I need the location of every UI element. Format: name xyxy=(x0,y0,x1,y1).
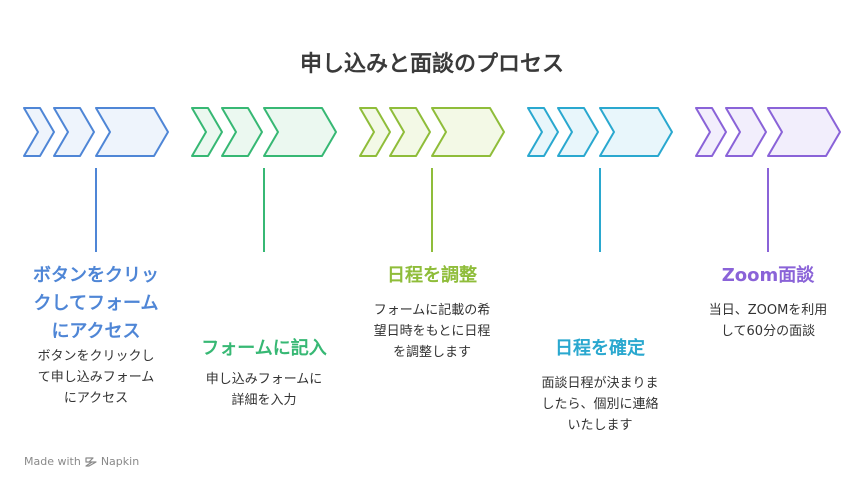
step-1-chevron-2 xyxy=(53,107,95,157)
step-1-chevron-1 xyxy=(23,107,55,157)
step-3-title: 日程を調整 xyxy=(348,262,516,290)
step-2-description: 申し込みフォームに詳細を入力 xyxy=(180,369,348,411)
step-4-chevron-3 xyxy=(599,107,673,157)
step-1-title: ボタンをクリックしてフォームにアクセス xyxy=(12,262,180,346)
step-1-chevron-3 xyxy=(95,107,169,157)
step-5-title: Zoom面談 xyxy=(684,262,852,290)
diagram-title: 申し込みと面談のプロセス xyxy=(299,52,564,77)
napkin-logo-icon xyxy=(85,456,97,467)
step-description-line: 望日時をもとに日程 xyxy=(373,324,491,339)
step-description-line: を調整します xyxy=(392,345,471,360)
step-title-line: ボタンをクリッ xyxy=(33,265,159,286)
step-5-description: 当日、ZOOMを利用して60分の面談 xyxy=(684,300,852,342)
step-2-title: フォームに記入 xyxy=(180,335,348,363)
step-description-line: て申し込みフォーム xyxy=(37,370,155,385)
step-1-description: ボタンをクリックして申し込みフォームにアクセス xyxy=(12,346,180,409)
step-description-line: いたします xyxy=(567,418,633,433)
step-5-arrows xyxy=(695,107,841,157)
step-title-line: 日程を確定 xyxy=(555,338,645,359)
step-4-chevron-1 xyxy=(527,107,559,157)
step-description-line: 面談日程が決まりま xyxy=(541,376,659,391)
step-4-title: 日程を確定 xyxy=(516,335,684,363)
step-2-chevron-1 xyxy=(191,107,223,157)
made-with-footer: Made with Napkin xyxy=(24,455,139,468)
step-description-line: 当日、ZOOMを利用 xyxy=(708,303,828,318)
step-4-arrows xyxy=(527,107,673,157)
step-1-arrows xyxy=(23,107,169,157)
made-with-label: Made with xyxy=(24,455,81,468)
step-description-line: したら、個別に連絡 xyxy=(541,397,659,412)
step-title-line: Zoom面談 xyxy=(721,265,815,286)
step-3-chevron-1 xyxy=(359,107,391,157)
step-3-description: フォームに記載の希望日時をもとに日程を調整します xyxy=(348,300,516,363)
step-description-line: にアクセス xyxy=(63,391,129,406)
step-4-chevron-2 xyxy=(557,107,599,157)
step-5-chevron-1 xyxy=(695,107,727,157)
step-2-chevron-2 xyxy=(221,107,263,157)
step-description-line: して60分の面談 xyxy=(720,324,816,339)
step-title-line: 日程を調整 xyxy=(387,265,477,286)
step-description-line: 申し込みフォームに xyxy=(205,372,323,387)
step-5-chevron-2 xyxy=(725,107,767,157)
step-3-chevron-2 xyxy=(389,107,431,157)
step-title-line: にアクセス xyxy=(51,321,141,342)
napkin-brand-label: Napkin xyxy=(100,455,140,468)
step-3-chevron-3 xyxy=(431,107,505,157)
step-5-chevron-3 xyxy=(767,107,841,157)
step-description-line: フォームに記載の希 xyxy=(373,303,491,318)
step-title-line: フォームに記入 xyxy=(201,338,327,359)
step-4-description: 面談日程が決まりましたら、個別に連絡いたします xyxy=(516,373,684,436)
step-description-line: 詳細を入力 xyxy=(231,393,297,408)
step-description-line: ボタンをクリックし xyxy=(37,349,155,364)
step-title-line: クしてフォーム xyxy=(33,293,159,314)
step-3-arrows xyxy=(359,107,505,157)
step-2-arrows xyxy=(191,107,337,157)
step-2-chevron-3 xyxy=(263,107,337,157)
